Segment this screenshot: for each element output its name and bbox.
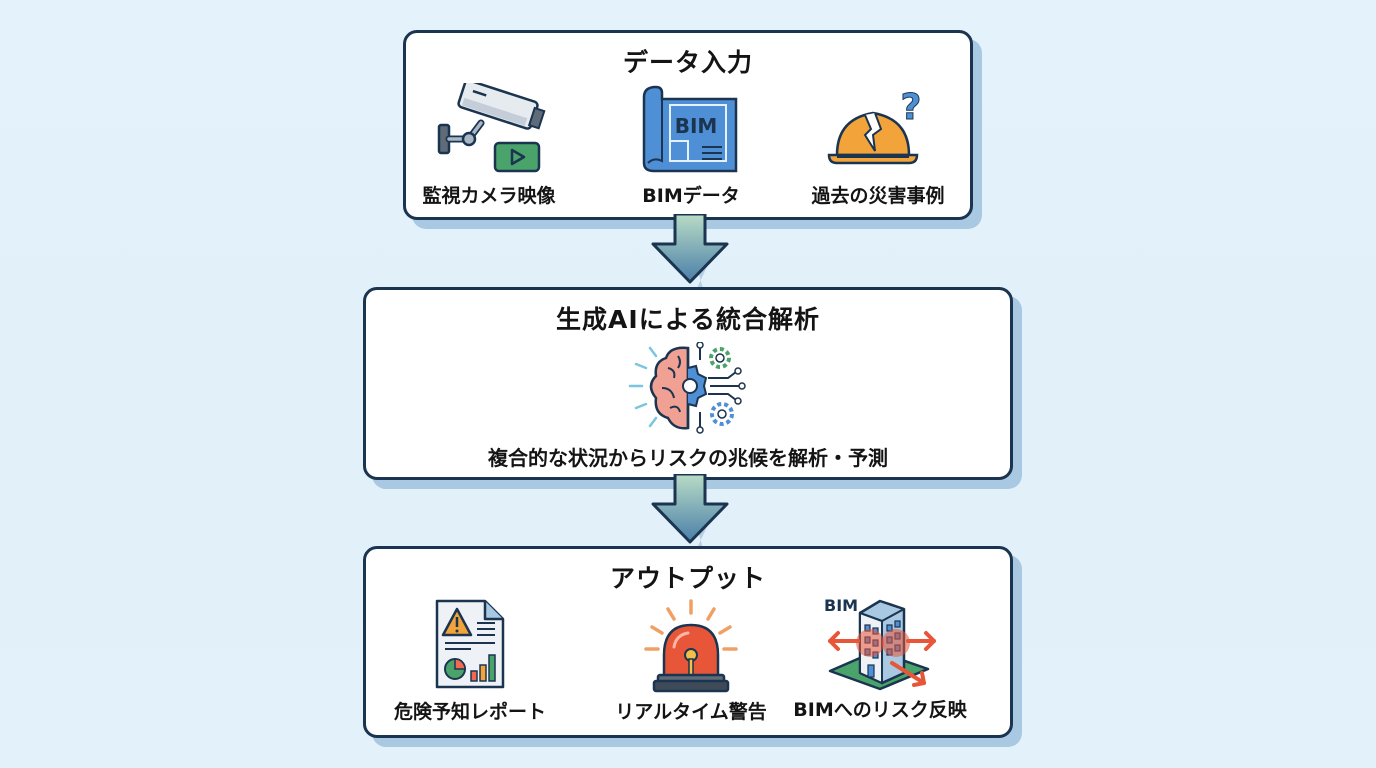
input-item-camera: 監視カメラ映像 (399, 83, 579, 208)
output-item-alarm: リアルタイム警告 (601, 597, 781, 724)
input-item-past-disasters: ? 過去の災害事例 (788, 83, 968, 208)
bim-blueprint-icon: BIM (642, 85, 738, 173)
output-item-report: 危険予知レポート (380, 597, 560, 724)
ai-analysis-title: 生成AIによる統合解析 (556, 305, 820, 334)
data-input-box: データ入力 監視カメラ映像 BIM (403, 30, 973, 220)
alarm-siren-icon (644, 599, 738, 693)
svg-text:BIM: BIM (675, 114, 718, 138)
data-input-title: データ入力 (622, 48, 753, 77)
input-label-bim: BIMデータ (642, 185, 740, 207)
svg-text:?: ? (901, 87, 922, 128)
output-box: アウトプット 危険予知レポート (363, 546, 1013, 738)
output-item-bim-risk: BIM BIMへのリスク反映 (790, 593, 970, 722)
warning-report-icon (435, 599, 505, 689)
svg-text:BIM: BIM (824, 596, 858, 615)
bim-building-risk-icon: BIM (824, 596, 936, 691)
security-camera-icon (437, 83, 546, 173)
output-label-bim-risk: BIMへのリスク反映 (793, 699, 967, 721)
flow-arrow-down-2 (651, 474, 729, 548)
output-title: アウトプット (609, 564, 766, 593)
input-label-past-disasters: 過去の災害事例 (811, 185, 945, 207)
ai-brain-gear-icon (628, 342, 746, 434)
input-item-bim: BIM BIMデータ (601, 83, 781, 208)
ai-analysis-description: 複合的な状況からリスクの兆候を解析・予測 (488, 446, 888, 470)
broken-helmet-question-icon: ? (827, 87, 922, 165)
output-label-report: 危険予知レポート (393, 701, 546, 723)
ai-analysis-box: 生成AIによる統合解析 複合的な状況からリスクの兆候を解析・予測 (363, 287, 1013, 480)
output-label-alarm: リアルタイム警告 (615, 701, 767, 723)
flow-arrow-down-1 (651, 214, 729, 288)
input-label-camera: 監視カメラ映像 (422, 185, 556, 207)
